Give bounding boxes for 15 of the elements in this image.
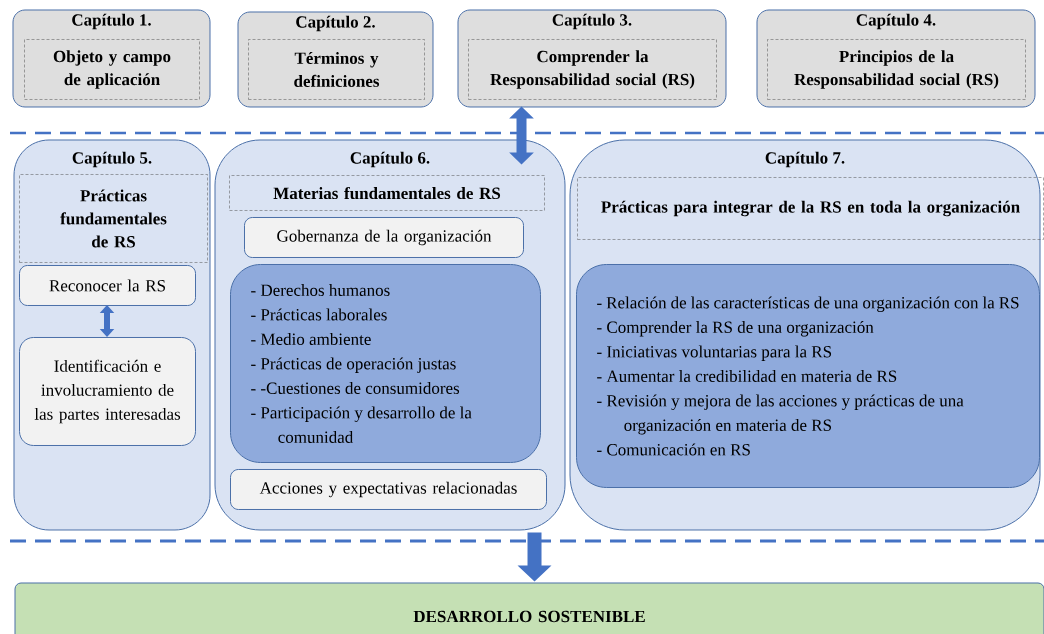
topic-box: Identificación e involucramiento de las partes interesadas [19,337,196,446]
block-arrow [99,305,115,337]
topic-box: Reconocer la RS [19,265,196,306]
topic-box: Gobernanza de la organización [244,217,524,258]
topic-box: Acciones y expectativas relacionadas [230,469,547,510]
topic-list-box: - Relación de las características de una organización con la RS - Comprender la RS de una organización - Iniciativas voluntarias para la RS - Aumentar la credibilidad en materia de RS - Revisión y mejora de las acciones y prácticas de una organización en materia de RS - Comunicación en RS [576,264,1040,488]
goal-bar: DESARROLLO SOSTENIBLE [14,582,1044,634]
section-title-box: Materias fundamentales de RS [229,175,545,211]
section-title-box: Comprender la Responsabilidad social (RS) [468,39,717,100]
topic-list-box: - Derechos humanos - Prácticas laborales - Medio ambiente - Prácticas de operación justas - -Cuestiones de consumidores - Participación y desarrollo de la comunidad [230,264,541,463]
section-title-box: Principios de la Responsabilidad social (RS) [767,39,1026,100]
section-title-box: Términos y definiciones [248,39,425,100]
section-title-box: Prácticas fundamentales de RS [19,174,208,263]
section-title-box: Objeto y campo de aplicación [24,39,200,100]
section-title-box: Prácticas para integrar de la RS en toda la organización [577,177,1044,240]
